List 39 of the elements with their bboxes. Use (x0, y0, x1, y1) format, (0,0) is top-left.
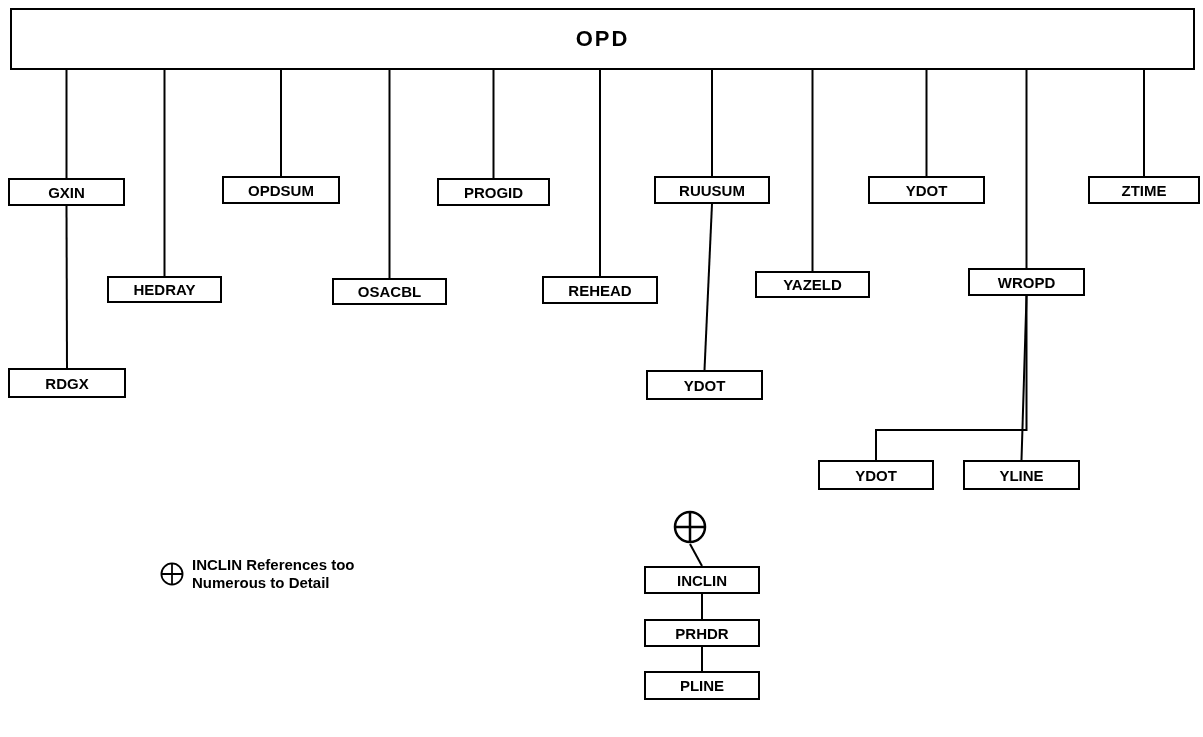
connector-line (599, 69, 601, 277)
module-box: YDOT (868, 176, 985, 204)
connector-line (711, 69, 713, 177)
connector-line (65, 205, 68, 369)
connector-line (163, 69, 166, 277)
module-box: HEDRAY (107, 276, 222, 303)
module-box: WROPD (968, 268, 1085, 296)
connector-line (701, 593, 703, 620)
module-box: OSACBL (332, 278, 447, 305)
legend-text: INCLIN References too Numerous to Detail (192, 556, 356, 592)
connector-line (689, 543, 703, 567)
connector-line (875, 295, 1028, 461)
module-box: REHEAD (542, 276, 658, 304)
module-box: PRHDR (644, 619, 760, 647)
module-box: GXIN (8, 178, 125, 206)
connector-line (925, 69, 928, 177)
module-box: PLINE (644, 671, 760, 700)
module-box: RUUSUM (654, 176, 770, 204)
module-box: PROGID (437, 178, 550, 206)
module-box: YLINE (963, 460, 1080, 490)
connector-line (65, 69, 68, 179)
connector-line (280, 69, 282, 177)
crossed-circle-icon (673, 510, 707, 544)
connector-line (811, 69, 814, 272)
connector-line (1020, 295, 1028, 461)
connector-line (492, 69, 495, 179)
module-box: YAZELD (755, 271, 870, 298)
module-box: OPDSUM (222, 176, 340, 204)
module-box: RDGX (8, 368, 126, 398)
connector-line (703, 203, 713, 371)
module-box: YDOT (646, 370, 763, 400)
module-box: INCLIN (644, 566, 760, 594)
module-box: ZTIME (1088, 176, 1200, 204)
module-box: YDOT (818, 460, 934, 490)
connector-line (701, 646, 703, 672)
connector-line (1025, 69, 1028, 269)
connector-line (388, 69, 391, 279)
connector-line (1143, 69, 1145, 177)
module-box: OPD (10, 8, 1195, 70)
